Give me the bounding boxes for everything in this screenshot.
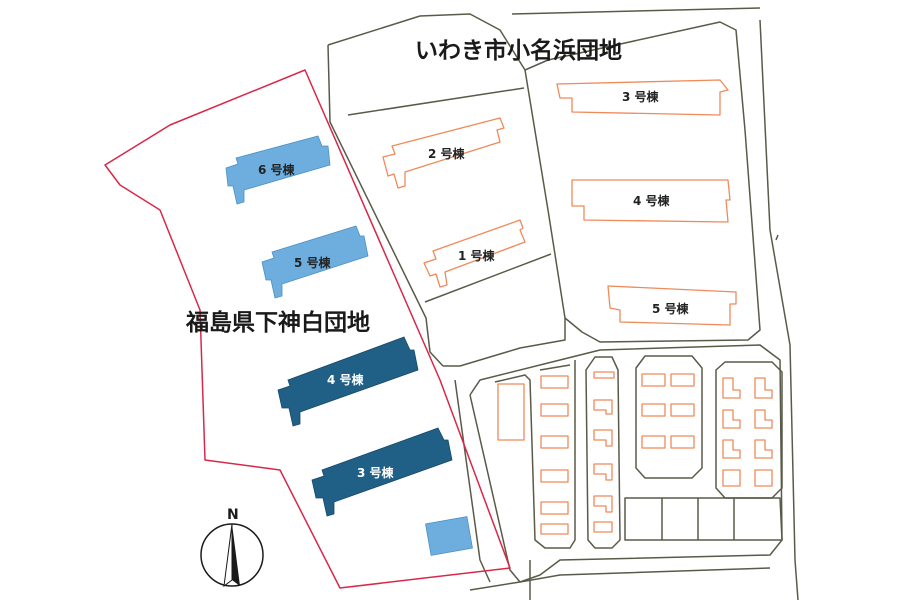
fukushima-site-boundary [104, 69, 511, 589]
iwaki-building-5 [607, 285, 737, 326]
fukushima-building-6 [225, 135, 331, 205]
fukushima-buildings [225, 135, 473, 556]
iwaki-buildings [382, 79, 773, 535]
road-network [327, 7, 799, 600]
label-iwaki-3: 3 号棟 [622, 89, 660, 104]
lot-parcel [497, 383, 525, 441]
fukushima-building-5 [261, 225, 369, 299]
label-iwaki-4: 4 号棟 [633, 193, 671, 208]
fukushima-building-3 [311, 427, 453, 517]
label-fukushima-3: 3 号棟 [357, 465, 395, 480]
iwaki-building-3 [556, 79, 729, 116]
label-fukushima-5: 5 号棟 [294, 255, 332, 270]
label-iwaki-5: 5 号棟 [652, 301, 690, 316]
north-arrow-icon: N [200, 507, 264, 588]
fukushima-complex-title: 福島県下神白団地 [185, 309, 370, 336]
fukushima-building-4 [277, 336, 419, 427]
building-labels: 2 号棟 1 号棟 3 号棟 4 号棟 5 号棟 6 号棟 5 号棟 4 号棟 … [258, 89, 690, 480]
label-fukushima-4: 4 号棟 [327, 372, 365, 387]
label-fukushima-6: 6 号棟 [258, 162, 296, 177]
label-iwaki-2: 2 号棟 [428, 146, 466, 161]
iwaki-complex-title: いわき市小名浜団地 [415, 37, 622, 64]
iwaki-building-2 [382, 117, 505, 189]
label-iwaki-1: 1 号棟 [458, 248, 496, 263]
fukushima-annex [425, 516, 473, 556]
iwaki-building-1 [423, 219, 526, 288]
iwaki-building-4 [571, 179, 731, 223]
north-label: N [227, 507, 239, 523]
